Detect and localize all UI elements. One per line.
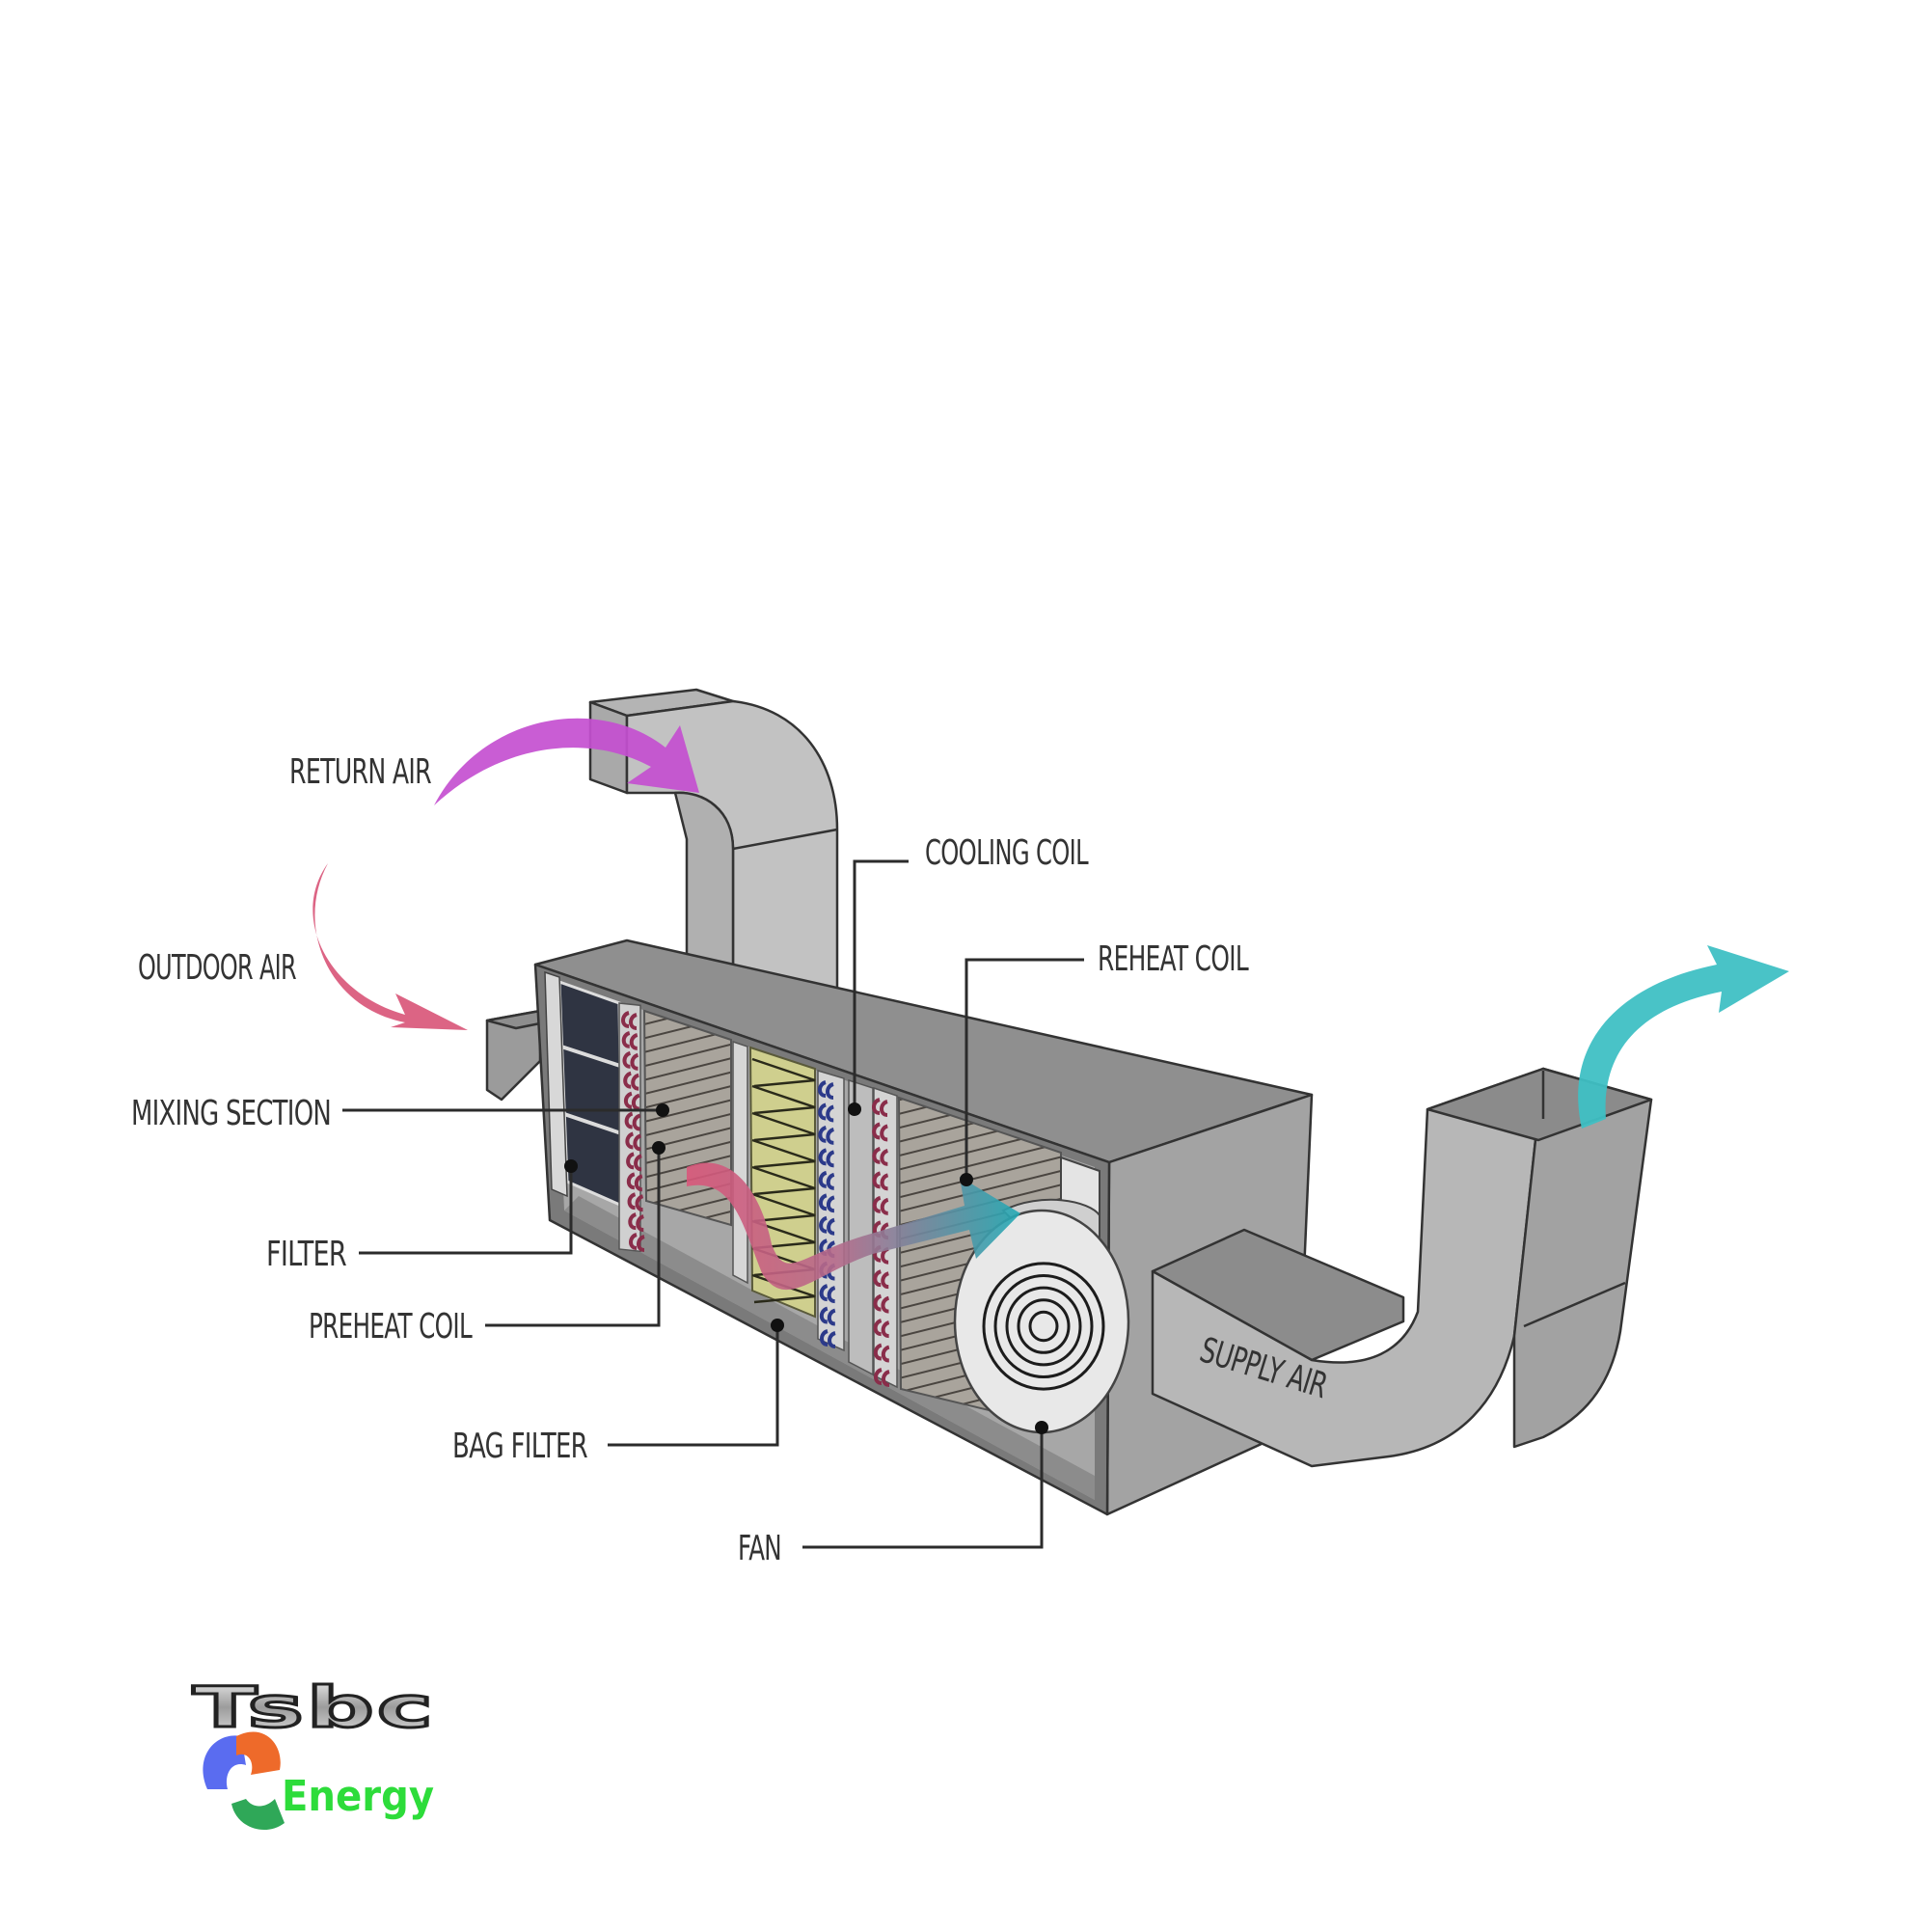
preheat-coil-tube xyxy=(625,1131,642,1152)
preheat-coil-tube xyxy=(627,1192,644,1212)
reheat-coil-tube xyxy=(873,1319,890,1339)
leader-preheat-coil xyxy=(485,1148,661,1327)
cooling-coil-tube xyxy=(818,1193,835,1213)
bag-filter-pleat xyxy=(751,1111,816,1142)
marker-cooling-coil xyxy=(848,1102,861,1116)
label-fan: FAN xyxy=(738,1529,781,1568)
cooling-coil xyxy=(817,1069,845,1352)
label-outdoor-air: OUTDOOR AIR xyxy=(138,948,296,988)
preheat-coil-tube xyxy=(623,1071,639,1091)
marker-reheat-coil xyxy=(960,1173,973,1186)
cooling-coil-tube xyxy=(819,1306,836,1326)
marker-bag-filter xyxy=(771,1319,784,1332)
fan-impeller-ring xyxy=(1017,1298,1071,1354)
preheat-coil-tube xyxy=(629,1233,645,1252)
fan xyxy=(953,1198,1130,1434)
bag-filter-pleat xyxy=(751,1219,816,1250)
label-mixing-section: MIXING SECTION xyxy=(131,1094,331,1133)
reheat-coil-tube xyxy=(872,1098,888,1117)
label-return-air: RETURN AIR xyxy=(289,752,431,792)
cooling-coil-tube xyxy=(818,1170,835,1190)
fan-impeller-ring xyxy=(982,1262,1105,1391)
preheat-coil-tube xyxy=(623,1091,640,1111)
fan-impeller-ring xyxy=(993,1274,1094,1378)
reheat-coil-tube xyxy=(873,1343,890,1363)
preheat-coil-tube xyxy=(621,1030,638,1050)
label-bag-filter: BAG FILTER xyxy=(452,1427,587,1466)
marker-fan xyxy=(1035,1421,1048,1434)
reheat-coil-tube xyxy=(872,1146,889,1166)
fan-impeller-ring xyxy=(1028,1310,1059,1343)
leader-reheat-coil xyxy=(964,958,1084,1180)
leader-filter xyxy=(359,1166,573,1255)
cooling-coil-tube xyxy=(819,1284,836,1304)
reheat-coil-tube xyxy=(873,1269,890,1290)
leader-bag-filter xyxy=(608,1325,779,1447)
marker-filter xyxy=(564,1159,578,1173)
preheat-coil xyxy=(618,1002,645,1253)
logo-swirl-icon xyxy=(203,1731,285,1831)
leader-cooling-coil xyxy=(853,859,909,1109)
bag-filter-pleat xyxy=(751,1165,816,1196)
label-filter: FILTER xyxy=(266,1235,346,1274)
fan-impeller-ring xyxy=(1005,1286,1082,1367)
reheat-coil-tube xyxy=(874,1368,890,1387)
reheat-coil-tube xyxy=(872,1171,889,1191)
reheat-coil-tube xyxy=(872,1122,888,1142)
label-reheat-coil: REHEAT COIL xyxy=(1098,939,1249,979)
marker-preheat-coil xyxy=(652,1141,666,1155)
filter-panel xyxy=(544,970,624,1209)
logo-brand-text: Tsbc xyxy=(193,1674,436,1740)
marker-mixing-section xyxy=(656,1103,669,1117)
preheat-coil-tube xyxy=(622,1050,639,1071)
reheat-coil-tube xyxy=(873,1293,890,1314)
logo-sub-text: Energy xyxy=(282,1772,434,1821)
bag-filter-pleat xyxy=(751,1138,816,1169)
cooling-coil-tube xyxy=(820,1329,836,1348)
cooling-coil-tube xyxy=(818,1102,834,1123)
preheat-coil-tube xyxy=(626,1172,643,1192)
preheat-coil-tube xyxy=(626,1152,642,1172)
cooling-coil-tube xyxy=(818,1148,835,1168)
cooling-coil-tube xyxy=(819,1215,835,1236)
supply-air-arrow xyxy=(1578,945,1789,1129)
bag-filter-pleat xyxy=(751,1057,816,1088)
leader-fan xyxy=(802,1428,1044,1549)
label-preheat-coil: PREHEAT COIL xyxy=(309,1307,473,1347)
cooling-coil-tube xyxy=(818,1080,834,1100)
label-cooling-coil: COOLING COIL xyxy=(925,833,1089,873)
supply-air-duct xyxy=(1151,1067,1653,1468)
company-logo: Tsbc Energy xyxy=(192,1673,436,1831)
preheat-coil-tube xyxy=(624,1111,641,1131)
reheat-coil-tube xyxy=(872,1195,889,1215)
return-air-arrow xyxy=(434,718,699,805)
preheat-coil-tube xyxy=(628,1212,645,1233)
cooling-coil-tube xyxy=(818,1125,835,1145)
bag-filter-pleat xyxy=(751,1192,816,1223)
internal-airflow-arrow xyxy=(687,1162,1020,1291)
bag-filter-pleat xyxy=(751,1084,816,1115)
leader-lines xyxy=(342,859,1084,1549)
preheat-coil-tube xyxy=(621,1011,638,1030)
outdoor-air-arrow xyxy=(312,863,468,1030)
